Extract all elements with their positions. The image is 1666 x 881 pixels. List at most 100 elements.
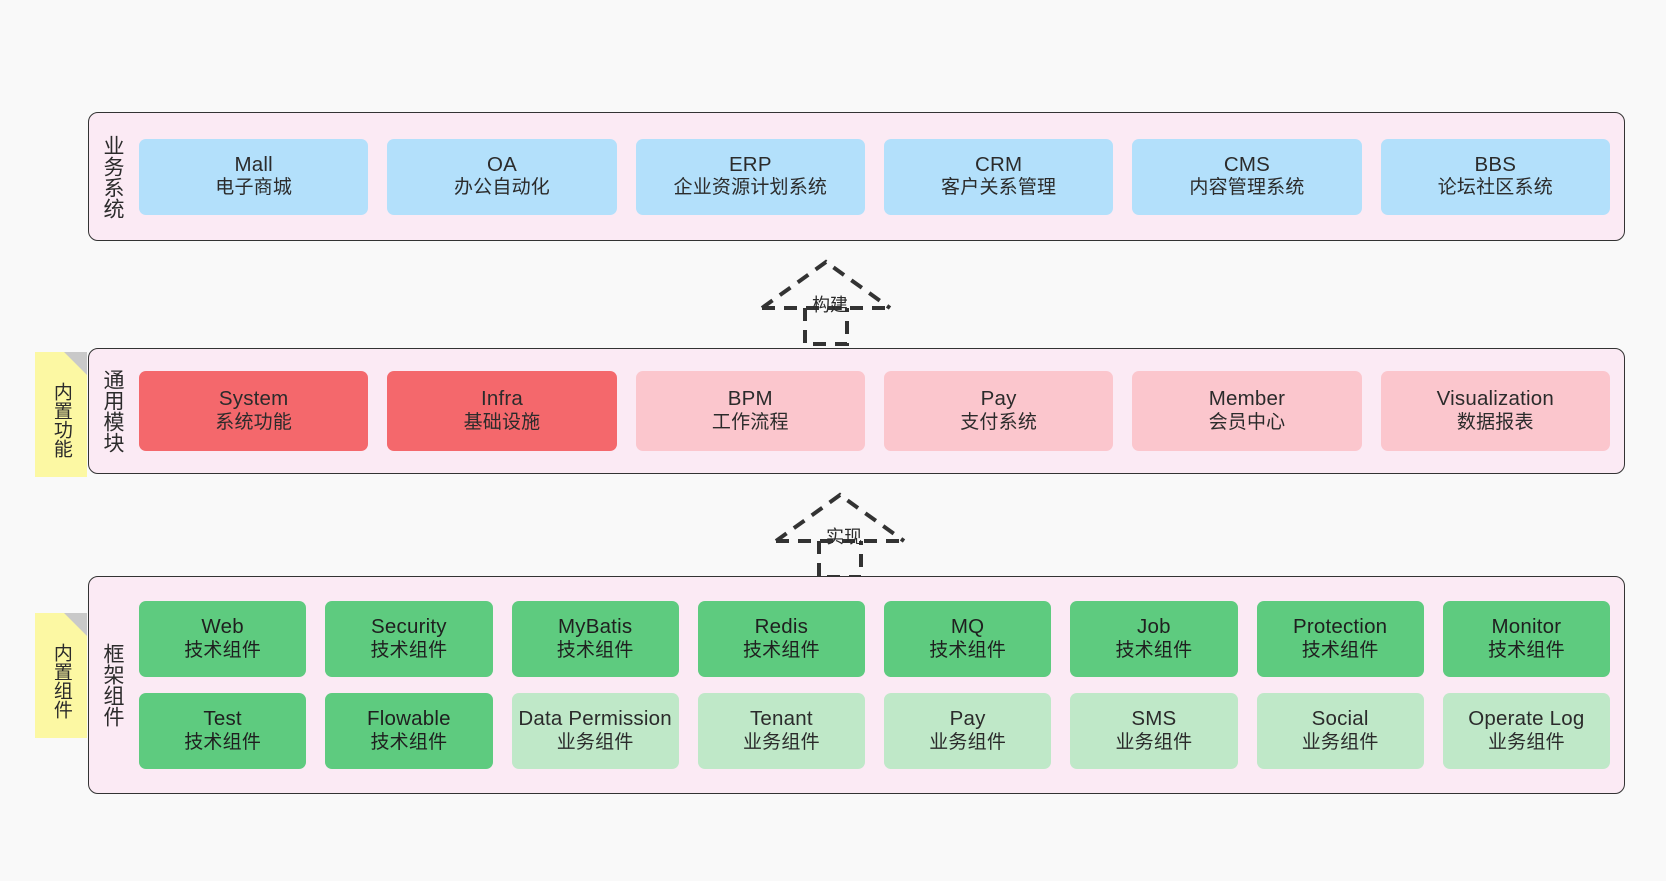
builtin-feature-note: 内置功能 [35, 352, 87, 477]
common-module-layer-title: 通用模块 [100, 369, 124, 453]
hollow-triangle-up-dashed-icon [760, 259, 892, 346]
card-subtitle: 电子商城 [215, 177, 293, 199]
card-title: Pay [980, 387, 1017, 411]
card-subtitle: 业务组件 [556, 731, 634, 753]
card-title: Flowable [367, 707, 451, 731]
card-title: Web [201, 615, 244, 639]
builtin-feature-note-label: 内置功能 [50, 381, 72, 458]
card-title: Infra [480, 387, 523, 411]
implement-arrow-label: 实现 [826, 527, 862, 547]
card-title: Mall [234, 152, 273, 176]
card-subtitle: 业务组件 [929, 731, 1007, 753]
builtin-component-note: 内置组件 [35, 613, 87, 738]
note-fold-corner-icon [64, 613, 87, 636]
card-subtitle: 技术组件 [556, 639, 634, 661]
card-title: Monitor [1491, 615, 1562, 639]
card-title: SMS [1131, 707, 1177, 731]
card-subtitle: 企业资源计划系统 [673, 177, 828, 199]
card-subtitle: 技术组件 [370, 731, 448, 753]
card-subtitle: 基础设施 [463, 411, 541, 433]
card-title: Security [371, 615, 447, 639]
card-title: Member [1208, 387, 1286, 411]
card-title: Operate Log [1468, 707, 1585, 731]
card-subtitle: 客户关系管理 [941, 177, 1057, 199]
card-subtitle: 业务组件 [1487, 731, 1565, 753]
builtin-component-note-label: 内置组件 [50, 642, 72, 719]
card-subtitle: 技术组件 [370, 639, 448, 661]
card-subtitle: 工作流程 [711, 411, 789, 433]
card-title: OA [486, 152, 517, 176]
card-title: Protection [1292, 615, 1388, 639]
card-subtitle: 技术组件 [184, 639, 262, 661]
card-title: Data Permission [518, 707, 672, 731]
framework-component-layer-title: 框架组件 [100, 643, 124, 727]
business-system-layer-title: 业务系统 [100, 134, 124, 219]
card-subtitle: 论坛社区系统 [1437, 177, 1553, 199]
card-title: Pay [949, 707, 986, 731]
card-subtitle: 内容管理系统 [1189, 177, 1305, 199]
card-subtitle: 业务组件 [1301, 731, 1379, 753]
card-title: System [218, 387, 289, 411]
card-title: BBS [1474, 152, 1517, 176]
card-subtitle: 数据报表 [1456, 411, 1534, 433]
build-arrow [758, 258, 898, 346]
card-subtitle: 技术组件 [1115, 639, 1193, 661]
card-subtitle: 技术组件 [184, 731, 262, 753]
card-subtitle: 办公自动化 [453, 177, 550, 199]
build-arrow-label: 构建 [812, 295, 848, 315]
card-title: Job [1137, 615, 1171, 639]
card-title: MyBatis [557, 615, 633, 639]
card-subtitle: 业务组件 [1115, 731, 1193, 753]
card-title: Test [203, 707, 242, 731]
card-subtitle: 技术组件 [742, 639, 820, 661]
card-subtitle: 技术组件 [1301, 639, 1379, 661]
card-title: ERP [728, 152, 772, 176]
card-title: CRM [975, 152, 1023, 176]
card-subtitle: 会员中心 [1208, 411, 1286, 433]
card-title: CMS [1223, 152, 1271, 176]
card-subtitle: 支付系统 [960, 411, 1038, 433]
card-title: Social [1311, 707, 1369, 731]
card-title: Visualization [1436, 387, 1554, 411]
card-title: Tenant [749, 707, 813, 731]
card-subtitle: 系统功能 [215, 411, 293, 433]
card-subtitle: 业务组件 [742, 731, 820, 753]
